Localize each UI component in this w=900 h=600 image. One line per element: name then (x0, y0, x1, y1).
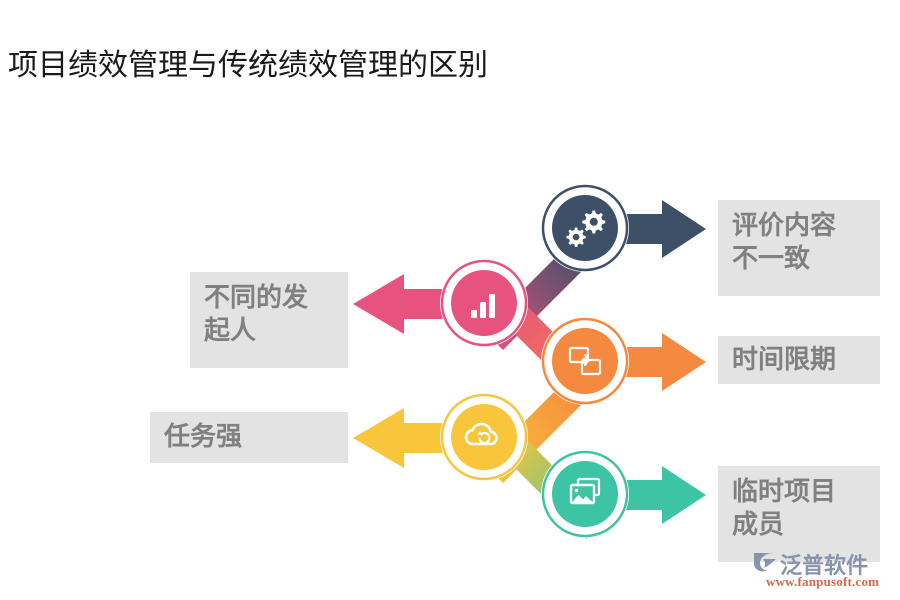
label-box-2: 不同的发 起人 (190, 272, 348, 368)
node-circle-1[interactable] (541, 184, 629, 272)
arrow-left-yellow (353, 408, 470, 468)
gears-icon (566, 210, 606, 247)
brand-watermark: 泛普软件 www.fanpusoft.com (752, 548, 892, 594)
label-box-3: 时间限期 (718, 336, 880, 384)
node-circle-2[interactable] (440, 259, 528, 347)
node-circle-3[interactable] (541, 317, 629, 405)
swoosh-icon (754, 553, 776, 572)
screen-cast-icon (568, 346, 602, 376)
node-circle-5[interactable] (541, 450, 629, 538)
cloud-sync-icon (464, 422, 498, 446)
label-box-1: 评价内容 不一致 (718, 200, 880, 296)
label-box-5: 临时项目 成员 (718, 466, 880, 562)
page-title: 项目绩效管理与传统绩效管理的区别 (8, 49, 488, 82)
arrow-left-pink (353, 274, 470, 334)
brand-url: www.fanpusoft.com (766, 574, 880, 589)
brand-name: 泛普软件 (780, 553, 869, 578)
bar-chart-icon (471, 294, 495, 318)
photo-stack-icon (569, 477, 601, 505)
node-circle-4[interactable] (440, 393, 528, 481)
label-box-4: 任务强 (150, 412, 348, 463)
